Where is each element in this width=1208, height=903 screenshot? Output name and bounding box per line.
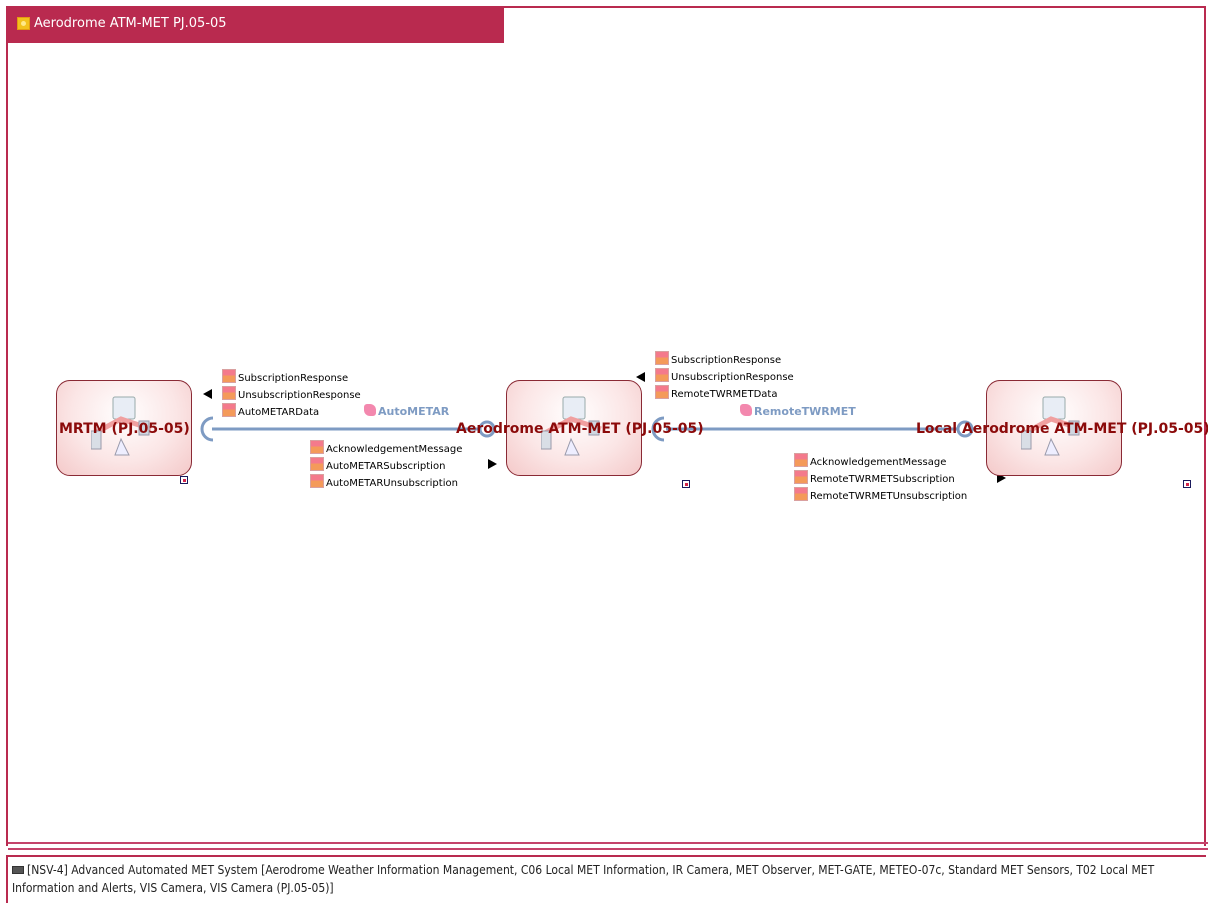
socket-aerodrome: [651, 416, 665, 442]
expand-icon[interactable]: [682, 480, 690, 488]
message-icon: [655, 368, 669, 382]
interface-icon: [364, 404, 376, 416]
interface-label-remotetwrmet[interactable]: RemoteTWRMET: [740, 404, 856, 418]
expand-icon[interactable]: [180, 476, 188, 484]
message-icon: [310, 474, 324, 488]
diagram-title-tab[interactable]: Aerodrome ATM-MET PJ.05-05: [6, 6, 504, 43]
message-icon: [222, 369, 236, 383]
expand-icon[interactable]: [1183, 480, 1191, 488]
footer-label: [NSV-4] Advanced Automated MET System [A…: [12, 863, 1155, 895]
message-item[interactable]: SubscriptionResponse: [655, 351, 781, 367]
node-mrtm[interactable]: [56, 380, 192, 476]
arrow-out-mrtm: [488, 459, 497, 469]
system-icon: [541, 396, 602, 456]
footer-panel: [6, 855, 1206, 903]
message-item[interactable]: AutoMETARUnsubscription: [310, 474, 458, 490]
node-aerodrome[interactable]: [506, 380, 642, 476]
message-item[interactable]: UnsubscriptionResponse: [655, 368, 794, 384]
message-item[interactable]: RemoteTWRMETUnsubscription: [794, 487, 967, 503]
message-icon: [222, 386, 236, 400]
diagram-icon: [17, 17, 30, 30]
arrow-in-mrtm: [203, 389, 212, 399]
divider: [8, 848, 1208, 850]
node-local[interactable]: [986, 380, 1122, 476]
system-icon: [1021, 396, 1082, 456]
message-icon: [310, 440, 324, 454]
message-item[interactable]: RemoteTWRMETData: [655, 385, 777, 401]
message-icon: [794, 487, 808, 501]
port-local: [956, 420, 974, 438]
system-icon: [12, 866, 24, 874]
diagram-frame: [6, 6, 1206, 846]
message-item[interactable]: AcknowledgementMessage: [794, 453, 946, 469]
interface-label-autometar[interactable]: AutoMETAR: [364, 404, 449, 418]
message-icon: [794, 453, 808, 467]
message-icon: [655, 385, 669, 399]
message-icon: [310, 457, 324, 471]
message-item[interactable]: AutoMETARSubscription: [310, 457, 445, 473]
socket-mrtm: [200, 416, 214, 442]
port-aerodrome: [478, 420, 496, 438]
message-item[interactable]: AutoMETARData: [222, 403, 319, 419]
message-item[interactable]: RemoteTWRMETSubscription: [794, 470, 955, 486]
footer-description[interactable]: [NSV-4] Advanced Automated MET System [A…: [12, 861, 1197, 897]
message-icon: [655, 351, 669, 365]
interface-icon: [740, 404, 752, 416]
node-label-local: Local Aerodrome ATM-MET (PJ.05-05): [916, 421, 1208, 437]
message-item[interactable]: UnsubscriptionResponse: [222, 386, 361, 402]
divider: [8, 842, 1208, 844]
node-label-mrtm: MRTM (PJ.05-05): [59, 421, 190, 437]
message-item[interactable]: SubscriptionResponse: [222, 369, 348, 385]
message-icon: [222, 403, 236, 417]
diagram-title: Aerodrome ATM-MET PJ.05-05: [34, 16, 227, 31]
system-icon: [91, 396, 152, 456]
arrow-in-aero: [636, 372, 645, 382]
message-icon: [794, 470, 808, 484]
node-label-aerodrome: Aerodrome ATM-MET (PJ.05-05): [456, 421, 704, 437]
message-item[interactable]: AcknowledgementMessage: [310, 440, 462, 456]
